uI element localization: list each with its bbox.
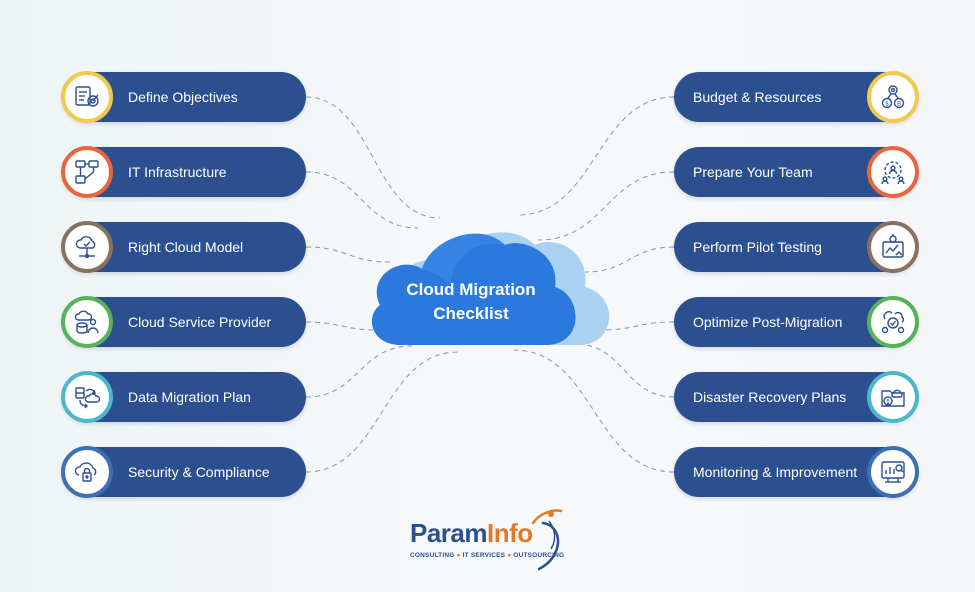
item-it-infrastructure[interactable]: IT Infrastructure bbox=[61, 146, 306, 198]
network-infrastructure-icon bbox=[75, 160, 99, 184]
item-right-cloud-model[interactable]: Right Cloud Model bbox=[61, 221, 306, 273]
cloud-provider-icon bbox=[74, 310, 99, 334]
item-prepare-your-team[interactable]: Prepare Your Team bbox=[674, 146, 919, 198]
cloud-highlight bbox=[422, 233, 505, 285]
cloud-security-icon bbox=[74, 462, 97, 482]
connector-right-6 bbox=[513, 349, 675, 473]
item-label: Define Objectives bbox=[128, 89, 238, 105]
center-title-line2: Checklist bbox=[433, 304, 509, 323]
item-data-migration-plan[interactable]: Data Migration Plan bbox=[61, 371, 306, 423]
monitoring-icon bbox=[881, 461, 905, 483]
item-budget-resources[interactable]: Budget & Resources $ B bbox=[674, 71, 919, 123]
badge bbox=[867, 446, 919, 498]
budget-icon: $ B bbox=[881, 85, 905, 109]
svg-text:B: B bbox=[897, 101, 901, 108]
connector-left-4 bbox=[305, 321, 379, 331]
center-cloud bbox=[371, 232, 610, 345]
connector-right-2 bbox=[537, 171, 675, 241]
item-define-objectives[interactable]: Define Objectives bbox=[61, 71, 306, 123]
badge bbox=[61, 371, 113, 423]
target-document-icon bbox=[75, 86, 99, 107]
connector-right-5 bbox=[574, 343, 675, 398]
item-monitoring-improvement[interactable]: Monitoring & Improvement bbox=[674, 446, 919, 498]
team-gear-icon bbox=[881, 161, 905, 185]
connector-right-3 bbox=[584, 246, 675, 273]
item-label: Cloud Service Provider bbox=[128, 314, 272, 330]
center-title-line1: Cloud Migration bbox=[406, 280, 536, 299]
badge bbox=[61, 146, 113, 198]
item-label: Data Migration Plan bbox=[128, 389, 251, 405]
connector-right-4 bbox=[599, 321, 675, 331]
item-optimize-post-migration[interactable]: Optimize Post-Migration bbox=[674, 296, 919, 348]
svg-text:$: $ bbox=[885, 101, 889, 108]
badge bbox=[867, 296, 919, 348]
logo-param: Param bbox=[410, 518, 488, 548]
item-label: Monitoring & Improvement bbox=[693, 464, 858, 480]
connector-left-6 bbox=[305, 351, 459, 473]
badge: $ B bbox=[867, 71, 919, 123]
item-label: IT Infrastructure bbox=[128, 164, 227, 180]
connector-right-1 bbox=[517, 96, 675, 216]
item-cloud-service-provider[interactable]: Cloud Service Provider bbox=[61, 296, 306, 348]
badge bbox=[61, 446, 113, 498]
logo-tag-consulting: CONSULTING bbox=[410, 552, 455, 559]
cloud-network-icon bbox=[75, 236, 96, 259]
item-label: Optimize Post-Migration bbox=[693, 314, 843, 330]
connector-left-2 bbox=[305, 171, 419, 229]
optimize-icon bbox=[881, 311, 905, 334]
item-label: Disaster Recovery Plans bbox=[693, 389, 847, 405]
badge bbox=[61, 296, 113, 348]
disaster-recovery-icon bbox=[881, 389, 905, 407]
badge bbox=[867, 221, 919, 273]
item-label: Perform Pilot Testing bbox=[693, 239, 822, 255]
logo-tagline: CONSULTING ● IT SERVICES ● OUTSOURCING bbox=[410, 552, 565, 559]
badge bbox=[61, 71, 113, 123]
badge bbox=[61, 221, 113, 273]
badge bbox=[867, 146, 919, 198]
cloud-front bbox=[371, 233, 576, 345]
item-label: Budget & Resources bbox=[693, 89, 822, 105]
connector-left-3 bbox=[305, 246, 391, 263]
item-perform-pilot-testing[interactable]: Perform Pilot Testing bbox=[674, 221, 919, 273]
logo-figure-icon bbox=[531, 509, 563, 571]
logo-info: Info bbox=[487, 518, 533, 548]
logo-tag-it-services: IT SERVICES bbox=[462, 552, 506, 559]
item-disaster-recovery-plans[interactable]: Disaster Recovery Plans bbox=[674, 371, 919, 423]
pilot-testing-icon bbox=[882, 234, 904, 258]
logo-tag-outsourcing: OUTSOURCING bbox=[513, 552, 565, 559]
data-migration-icon bbox=[75, 387, 101, 409]
item-label: Right Cloud Model bbox=[128, 239, 244, 255]
item-label: Security & Compliance bbox=[128, 464, 270, 480]
item-security-compliance[interactable]: Security & Compliance bbox=[61, 446, 306, 498]
connector-left-1 bbox=[305, 96, 441, 219]
item-label: Prepare Your Team bbox=[693, 164, 813, 180]
badge bbox=[867, 371, 919, 423]
paraminfo-logo: ParamInfo CONSULTING ● IT SERVICES ● OUT… bbox=[405, 505, 575, 575]
